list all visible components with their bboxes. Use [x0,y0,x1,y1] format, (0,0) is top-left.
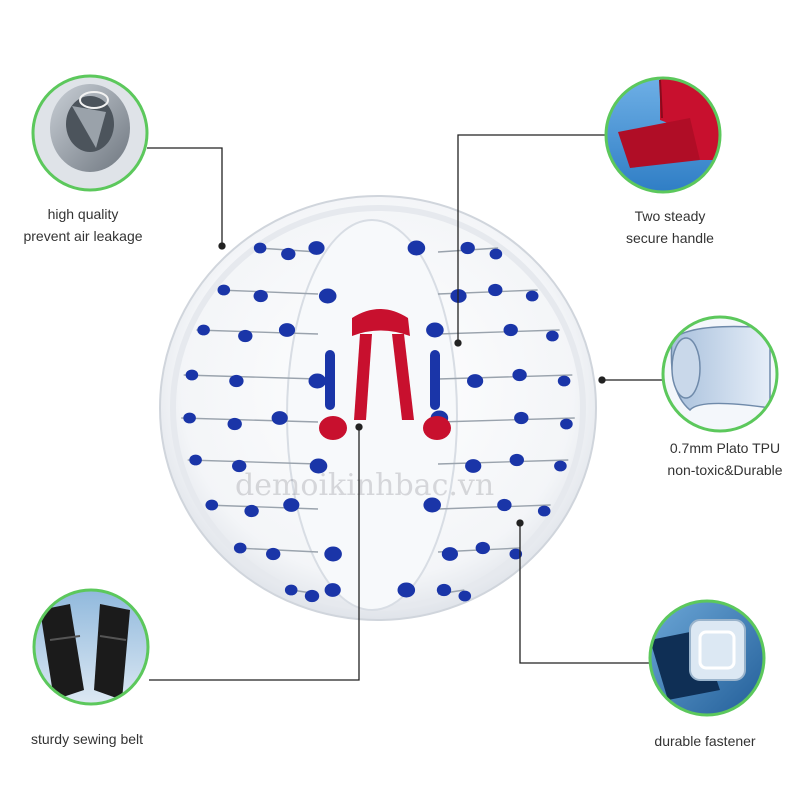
blue-dot [509,453,524,467]
blue-dot [197,324,210,336]
air-valve-caption: high quality prevent air leakage [18,203,148,247]
blue-dot [244,504,259,518]
blue-dot [324,583,341,597]
blue-dot [284,584,298,596]
blue-dot [185,369,199,381]
blue-dot [407,240,426,256]
blue-dot [304,589,320,603]
leader-lines [147,134,663,681]
caption-line: 0.7mm Plato TPU [669,440,781,456]
bumper-ball: demoikinhbac.vn [159,195,597,621]
caption-line: prevent air leakage [23,228,143,244]
air-valve-icon [31,74,149,192]
blue-dot [426,322,444,338]
inner-tie-line [181,417,319,423]
caption-line: Two steady [634,208,706,224]
blue-dot [537,505,551,517]
blue-dot [503,323,518,337]
caption-line: high quality [47,206,119,222]
blue-dot [253,242,267,254]
blue-dot [283,498,300,512]
blue-dot [271,411,288,425]
blue-dot [475,541,490,555]
blue-dot [233,542,247,554]
caption-line: sturdy sewing belt [30,731,144,747]
belt-caption: sturdy sewing belt [12,728,162,750]
blue-dot [281,247,296,261]
blue-dot [227,417,242,431]
material-caption: 0.7mm Plato TPU non-toxic&Durable [640,437,810,481]
blue-dot [397,582,416,598]
blue-dot [308,241,325,255]
blue-dot [509,548,523,560]
blue-dot [497,498,512,512]
blue-dot [560,418,573,430]
blue-dot [489,248,503,260]
inner-tie-line [437,417,575,423]
blue-dot [205,499,219,511]
blue-dot [467,374,484,388]
inner-tie-line [183,374,319,380]
blue-dot [525,290,539,302]
blue-dot [441,547,458,561]
blue-dot [229,374,244,388]
blue-dot [309,458,328,474]
blue-dot [308,373,327,389]
blue-dot [436,583,452,597]
inner-blue-bar [430,350,440,410]
red-handles [319,309,451,440]
blue-dot [318,288,337,304]
inner-tie-line [437,504,551,510]
blue-dot [554,460,567,472]
blue-dot [557,375,571,387]
blue-dot [266,547,281,561]
blue-dot [238,329,253,343]
blue-dot [488,283,503,297]
blue-dot-pattern [183,240,573,603]
inner-tie-line [187,459,319,465]
blue-dot [514,411,529,425]
blue-dot [183,412,196,424]
inner-tie-line [437,374,573,380]
caption-line: durable fastener [654,733,756,749]
blue-dot [465,459,482,473]
caption-line: non-toxic&Durable [667,462,783,478]
handle-caption: Two steady secure handle [600,205,740,249]
blue-dot [278,323,296,337]
tpu-film-icon [661,315,779,433]
blue-dot [324,546,342,562]
blue-dot [458,590,472,602]
caption-line: secure handle [626,230,714,246]
blue-dot [512,368,527,382]
blue-dot [546,330,559,342]
blue-dot [423,497,442,513]
blue-dot [253,289,268,303]
watermark: demoikinhbac.vn [235,468,494,503]
inner-tie-line [218,289,319,295]
inner-tie-line [437,459,569,465]
belt-icon [32,588,150,706]
inner-tie-line [196,329,319,335]
blue-dot [189,454,202,466]
blue-dot [232,459,247,473]
inner-tie-line [205,504,319,510]
handle-icon [604,76,722,194]
fastener-icon [648,599,766,717]
inner-blue-bar [325,350,335,410]
blue-dot [460,241,475,255]
fastener-caption: durable fastener [630,730,780,752]
blue-dot [217,284,231,296]
